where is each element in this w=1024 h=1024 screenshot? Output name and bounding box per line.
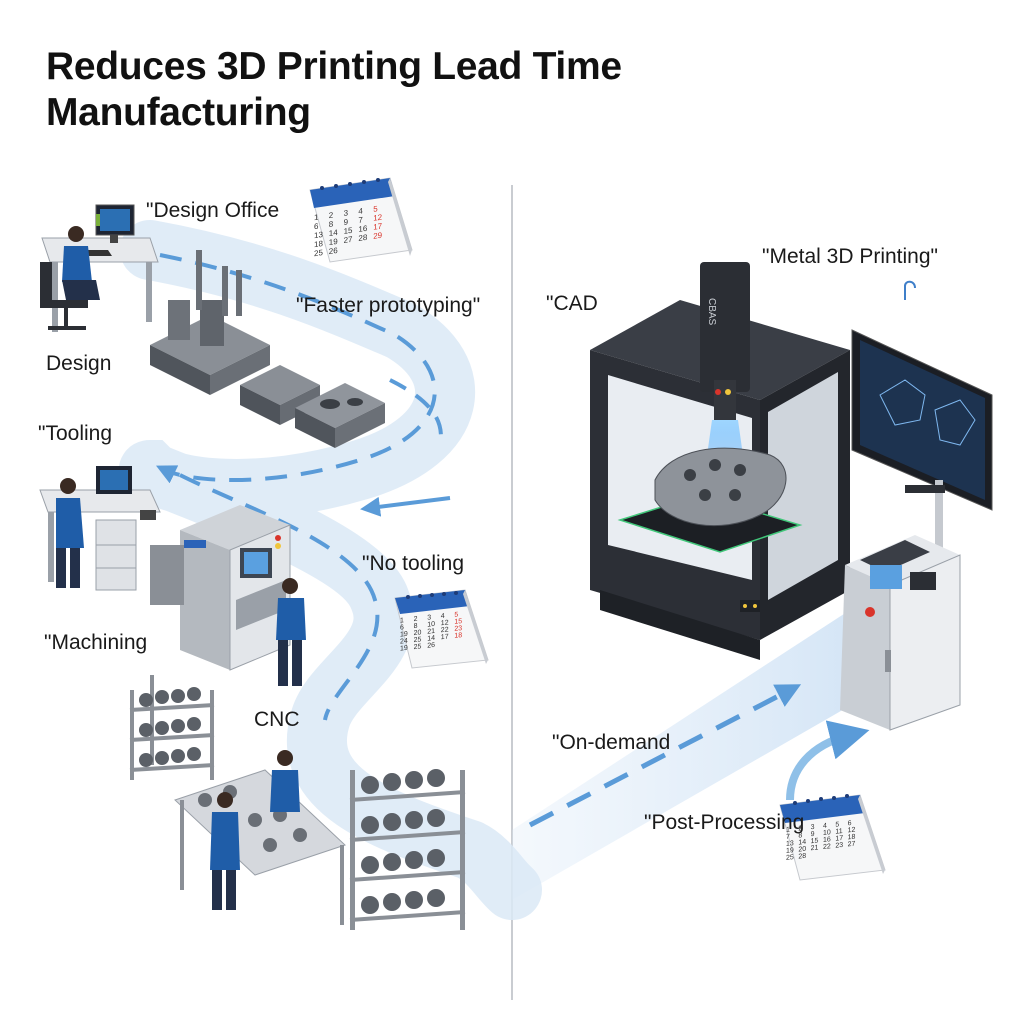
label-design: Design: [46, 352, 112, 375]
metal-3d-printer: [590, 262, 850, 660]
calendar-date: 19: [400, 644, 408, 653]
on-demand-flow: [512, 610, 870, 900]
label-post-processing: "Post-Processing: [644, 811, 805, 834]
label-tooling: "Tooling: [38, 422, 113, 445]
calendar-date: 27: [343, 234, 353, 246]
refresh-icon: [904, 280, 916, 300]
label-cnc: CNC: [254, 708, 300, 731]
calendar-icon-bottom: [779, 794, 886, 881]
label-machining: "Machining: [44, 631, 148, 654]
cad-monitor: [851, 329, 993, 550]
title-line-2: Manufacturing: [46, 91, 311, 134]
label-cad: "CAD: [546, 292, 598, 315]
calendar-date: 17: [440, 633, 449, 642]
process-flow-path: [118, 220, 542, 920]
calendar-date: 23: [835, 841, 844, 850]
label-no-tooling: "No tooling: [362, 552, 465, 575]
label-faster-prototyping: "Faster prototyping": [296, 294, 481, 317]
calendar-icon-top: [309, 177, 413, 263]
label-on-demand: "On-demand: [552, 731, 671, 754]
calendar-date: 28: [798, 852, 807, 861]
printer-brand: CBAS: [706, 298, 717, 326]
calendar-date: 25: [413, 643, 422, 652]
label-design-office: "Design Office: [146, 199, 280, 222]
parts-racks: [129, 675, 466, 930]
calendar-date: 22: [822, 843, 831, 852]
page-title: Reduces 3D Printing Lead Time Manufactur…: [46, 44, 622, 136]
calendar-date: 21: [810, 844, 819, 853]
calendar-date: 25: [786, 854, 794, 862]
calendar-date: 18: [454, 632, 463, 640]
calendar-date: 29: [373, 230, 383, 241]
title-line-1: Reduces 3D Printing Lead Time: [46, 45, 622, 88]
calendar-icon-middle: [394, 589, 489, 669]
post-processing-station: [840, 535, 961, 731]
calendar-date: 26: [427, 641, 435, 650]
cnc-machine: [150, 505, 306, 686]
mold-tooling-blocks: [150, 250, 385, 448]
design-workstation: [40, 204, 159, 332]
tooling-workstation: [39, 466, 161, 591]
label-metal-3d-printing: "Metal 3D Printing": [762, 245, 938, 268]
calendar-date: 28: [358, 232, 368, 243]
calendar-date: 27: [847, 840, 856, 849]
